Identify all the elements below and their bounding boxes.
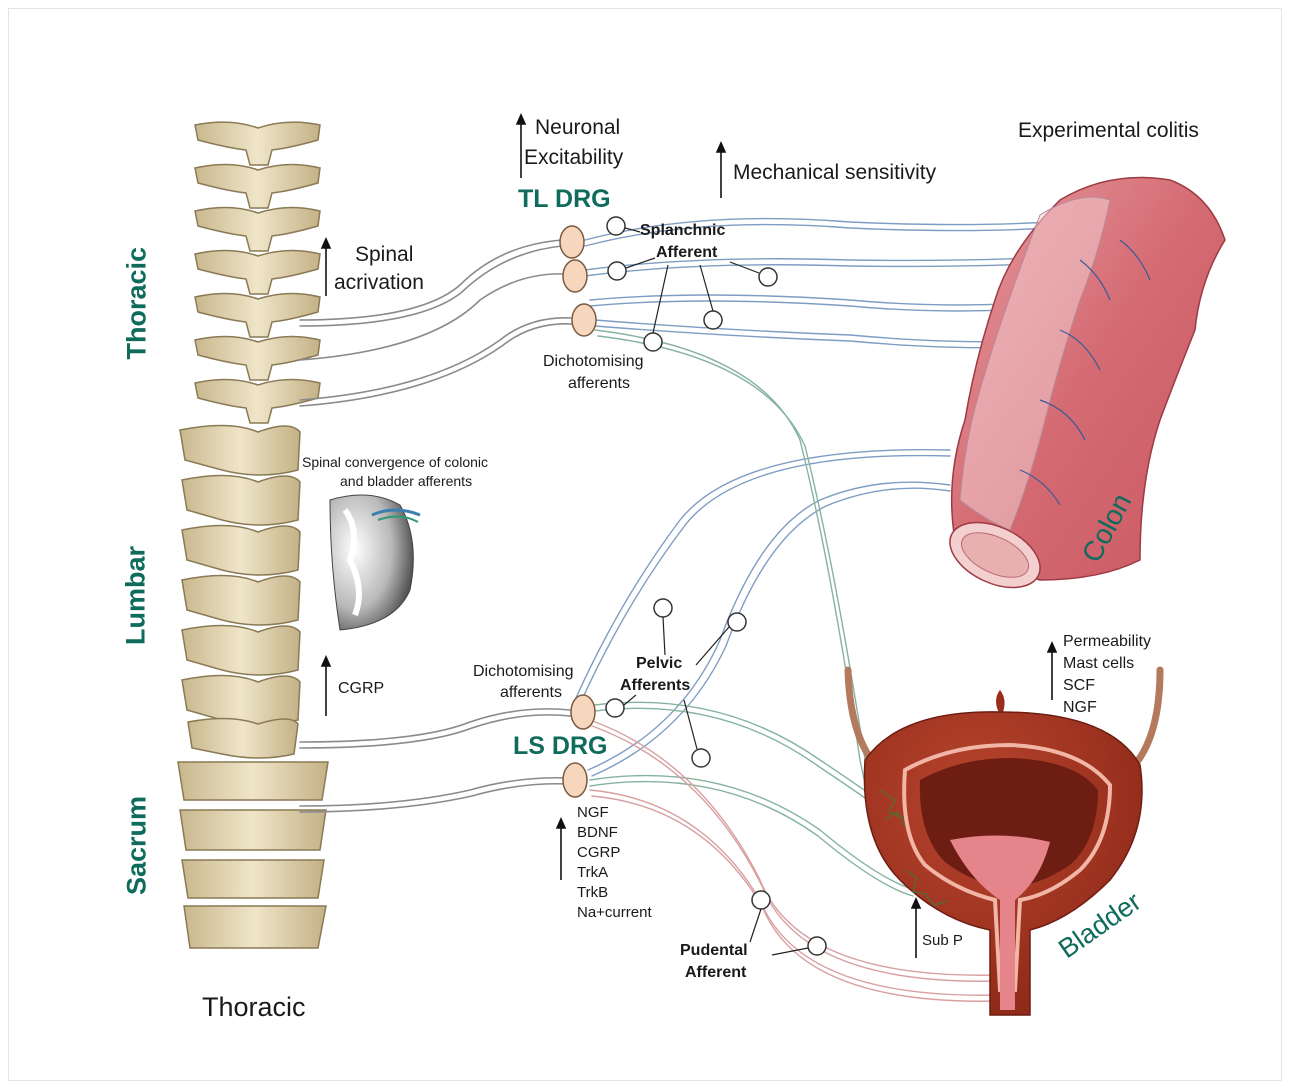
marker-na-current: Na+current bbox=[577, 903, 652, 923]
acrivation-label: acrivation bbox=[334, 271, 424, 295]
marker-ngf: NGF bbox=[577, 803, 652, 823]
spinal-column bbox=[178, 122, 328, 948]
ls-drg-label: LS DRG bbox=[513, 732, 607, 761]
dichotomising-top-label: Dichotomising bbox=[543, 353, 643, 371]
neuronal-label: Neuronal bbox=[535, 116, 620, 140]
marker-trkb: TrkB bbox=[577, 883, 652, 903]
dichotomising-bottom-afferents-label: afferents bbox=[500, 684, 562, 702]
marker-ngf-bladder: NGF bbox=[1063, 697, 1151, 719]
tl-drg-ganglia bbox=[560, 226, 596, 336]
bladder-marker-list: Permeability Mast cells SCF NGF bbox=[1063, 631, 1151, 719]
thoracic-vertebrae bbox=[195, 122, 320, 423]
splanchnic-label: Splanchnic bbox=[640, 222, 725, 240]
dichotomising-top-afferents-label: afferents bbox=[568, 375, 630, 393]
ls-drg-marker-list: NGF BDNF CGRP TrkA TrkB Na+current bbox=[577, 803, 652, 923]
convergence-label-line2: and bladder afferents bbox=[340, 473, 472, 489]
colon-organ bbox=[940, 178, 1225, 601]
sub-p-label: Sub P bbox=[922, 932, 963, 949]
pelvic-label: Pelvic bbox=[636, 655, 682, 673]
sacrum-vertebrae bbox=[178, 762, 328, 948]
tl-drg-label: TL DRG bbox=[518, 185, 611, 214]
marker-permeability: Permeability bbox=[1063, 631, 1151, 653]
spinal-label: Spinal bbox=[355, 243, 413, 267]
region-label-sacrum: Sacrum bbox=[122, 791, 153, 901]
excitability-label: Excitability bbox=[524, 146, 623, 170]
region-label-lumbar: Lumbar bbox=[121, 546, 152, 646]
marker-mast-cells: Mast cells bbox=[1063, 653, 1151, 675]
dichotomising-bottom-label: Dichotomising bbox=[473, 663, 573, 681]
experimental-colitis-label: Experimental colitis bbox=[1018, 119, 1199, 143]
spine-caption-thoracic: Thoracic bbox=[202, 992, 306, 1023]
region-label-thoracic: Thoracic bbox=[122, 250, 153, 360]
pudental-label: Pudental bbox=[680, 942, 748, 960]
lumbar-vertebrae bbox=[180, 425, 300, 758]
pelvic-afferents-label: Afferents bbox=[620, 677, 690, 695]
marker-cgrp: CGRP bbox=[577, 843, 652, 863]
spinal-cord-cross-section bbox=[330, 495, 420, 630]
mechanical-sensitivity-label: Mechanical sensitivity bbox=[733, 161, 936, 185]
splanchnic-afferent-label: Afferent bbox=[656, 244, 717, 262]
marker-bdnf: BDNF bbox=[577, 823, 652, 843]
marker-trka: TrkA bbox=[577, 863, 652, 883]
convergence-label-line1: Spinal convergence of colonic bbox=[302, 454, 488, 470]
bladder-organ bbox=[848, 670, 1160, 1015]
marker-scf: SCF bbox=[1063, 675, 1151, 697]
pudental-afferent-label: Afferent bbox=[685, 964, 746, 982]
cgrp-spinal-label: CGRP bbox=[338, 680, 384, 698]
